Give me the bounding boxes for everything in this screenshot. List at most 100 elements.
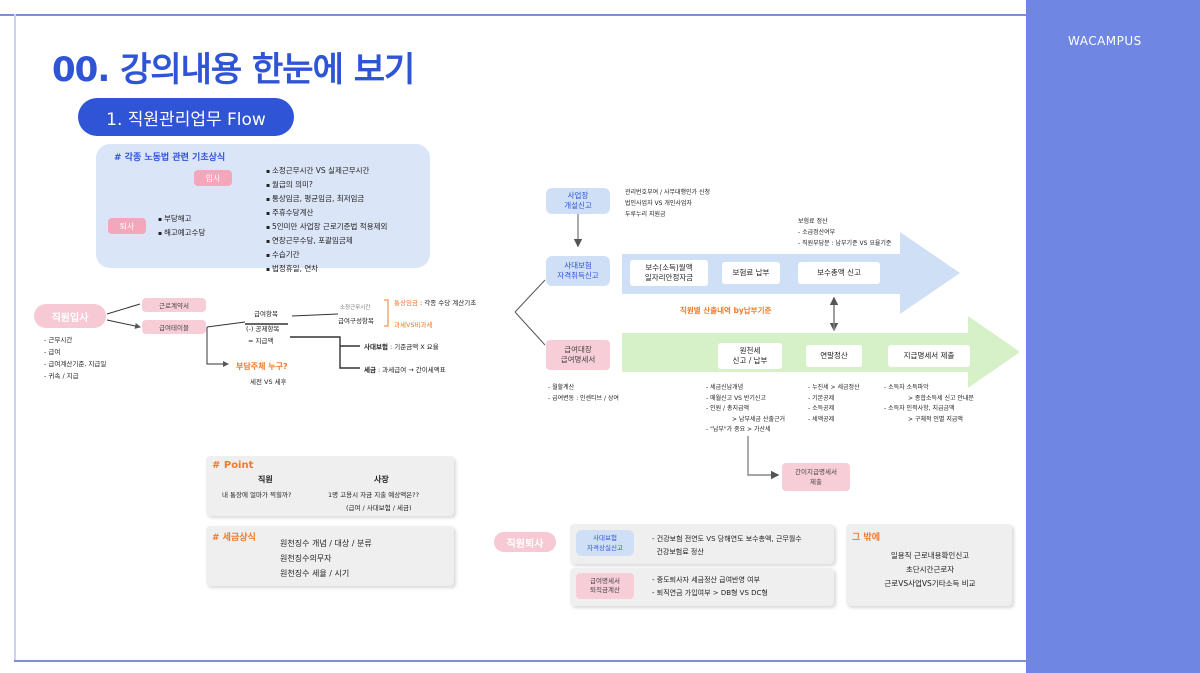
burden-answer: 세전 VS 세후 xyxy=(250,378,287,386)
list-item: - 매월신고 VS 반기신고 xyxy=(706,394,766,402)
upper-box-report: 보수총액 신고 xyxy=(798,262,880,284)
list-item: 주휴수당계산 xyxy=(266,206,387,220)
quit-payroll-box: 급여명세서 퇴직금계산 xyxy=(576,573,634,599)
list-item: 법인사업자 VS 개인사업자 xyxy=(625,200,692,207)
list-item: > 종합소득세 신고 안내문 xyxy=(908,394,974,402)
payroll-statement-box: 급여대장 급여명세서 xyxy=(546,340,610,370)
quit-tag: 퇴사 xyxy=(108,218,146,234)
list-item: - 소급정산여부 xyxy=(798,229,836,236)
list-item: 관리번호부여 / 사무대행인가 신청 xyxy=(625,189,711,196)
point-employee-text: 내 통장에 얼마가 찍힐까? xyxy=(222,491,292,499)
list-item: > 납부세금 산출근거 xyxy=(732,415,786,423)
list-item: - 월할계산 xyxy=(548,384,575,391)
tax-basic-items: 원천징수 개념 / 대상 / 분류 원천징수의무자 원천징수 세율 / 시기 xyxy=(280,536,372,581)
fixed-hours: 소정근무시간 xyxy=(340,305,371,311)
list-item: - 중도퇴사자 세금정산 급여반영 여부 xyxy=(652,576,761,584)
list-item: 두루누리 지원금 xyxy=(625,211,666,218)
bottom-border xyxy=(14,660,1026,662)
point-owner-text: 1명 고용시 자금 지출 예상액은?? xyxy=(328,491,420,499)
net-item: = 지급액 xyxy=(248,337,274,345)
list-item: - 급여 xyxy=(44,348,61,356)
list-item: - 소득공제 xyxy=(808,405,835,412)
quit-payroll-items: - 중도퇴사자 세금정산 급여반영 여부 - 퇴직연금 가입여부 > DB형 V… xyxy=(652,574,768,600)
etc-title: 그 밖에 xyxy=(852,533,880,543)
taxable-label: 과세VS비과세 xyxy=(394,321,433,329)
list-item: - 세금신납개념 xyxy=(706,384,744,391)
list-item: - 소득자 인적사항, 지급금액 xyxy=(884,405,955,412)
components: 급여구성항목 xyxy=(338,317,374,325)
insurance-acquisition-box: 사대보험 자격취득신고 xyxy=(546,256,610,286)
list-item: - 세액공제 xyxy=(808,415,835,423)
point-box xyxy=(206,456,454,516)
center-note: 직원별 산출내역 by납부기준 xyxy=(680,306,772,315)
list-item: - 직원부담분 : 납부기준 VS 요율기준 xyxy=(798,240,892,247)
list-item: 통상임금, 평균임금, 최저임금 xyxy=(266,192,387,206)
contract-box: 근로계약서 xyxy=(142,298,206,312)
tax-basic-box xyxy=(206,526,454,586)
list-item: 건강보험료 정산 xyxy=(656,548,704,556)
point-owner-sub: (급여 / 사대보험 / 세금) xyxy=(346,504,412,512)
list-item: - 급여계산기준, 지급일 xyxy=(44,360,107,368)
list-item: - 퇴직연금 가입여부 > DB형 VS DC형 xyxy=(652,589,768,597)
hire-tag: 입사 xyxy=(194,170,232,186)
side-panel xyxy=(1026,0,1200,673)
lower-notes-3: - 소득자 소득파악 > 종합소득세 신고 안내문 - 소득자 인적사항, 지급… xyxy=(884,383,974,425)
quit-insurance-items: - 건강보험 전연도 VS 당해연도 보수총액, 근무월수 건강보험료 정산 xyxy=(652,533,802,559)
list-item: 근로VS사업VS기타소득 비교 xyxy=(884,579,976,588)
list-item: - 귀속 / 지급 xyxy=(44,372,79,380)
hire-label: 직원입사 xyxy=(34,304,106,328)
lower-notes-2: - 누진세 > 세금정산 - 기본공제 - 소득공제 - 세액공제 xyxy=(808,383,860,425)
etc-box xyxy=(846,524,1012,606)
upper-flow-arrow xyxy=(622,232,960,314)
upper-notes: 보험료 정산 - 소급정산여부 - 직원부담분 : 납부기준 VS 요율기준 xyxy=(798,216,891,249)
point-employee-head: 직원 xyxy=(258,475,273,484)
list-item: - 인원 / 총지급액 xyxy=(706,405,750,412)
brand-logo: WACAMPUS xyxy=(1068,34,1142,48)
left-border xyxy=(14,14,16,662)
quit-insurance-box: 사대보험 자격상실신고 xyxy=(576,530,634,556)
pay-item: 급여항목 xyxy=(254,310,278,318)
list-item: 초단시간근로자 xyxy=(905,565,955,574)
list-item: 법정휴일, 연차 xyxy=(266,262,387,276)
etc-items: 일용직 근로내용확인신고 초단시간근로자 근로VS사업VS기타소득 비교 xyxy=(860,549,1000,591)
list-item: - 급여변동 : 인센티브 / 상여 xyxy=(548,395,619,402)
ordinary-wage: 통상임금 xyxy=(394,299,418,307)
list-item: 월급의 의미? xyxy=(266,178,387,192)
hire-items: - 근무시간 - 급여 - 급여계산기준, 지급일 - 귀속 / 지급 xyxy=(44,334,106,382)
simple-statement-box: 간이지급명세서 제출 xyxy=(782,463,850,491)
list-item: 수습기간 xyxy=(266,248,387,262)
list-item: - 누진세 > 세금정산 xyxy=(808,384,860,391)
list-item: 원천징수의무자 xyxy=(280,554,332,563)
lower-notes-1: - 세금신납개념 - 매월신고 VS 반기신고 - 인원 / 총지급액 > 납부… xyxy=(706,383,785,436)
point-title: # Point xyxy=(212,460,254,471)
list-item: 보험료 정산 xyxy=(798,218,828,225)
quit-items: 부당해고 해고예고수당 xyxy=(158,212,205,240)
list-item: 연장근무수당, 포괄임금제 xyxy=(266,234,387,248)
lower-box-statement: 지급명세서 제출 xyxy=(888,345,970,367)
insurance-row: 사대보험 : 기준금액 X 요율 xyxy=(364,343,439,351)
basic-knowledge-title: # 각종 노동법 관련 기초상식 xyxy=(114,153,226,163)
list-item: - 소득자 소득파악 xyxy=(884,384,929,391)
biz-registration-box: 사업장 개설신고 xyxy=(546,188,610,214)
quit-label: 직원퇴사 xyxy=(494,532,556,552)
list-item: - "납부"가 중요 > 가산세 xyxy=(706,426,771,433)
burden-question: 부담주체 누구? xyxy=(236,362,288,371)
payroll-table-box: 급여테이블 xyxy=(142,320,206,334)
biz-reg-notes: 관리번호부여 / 사무대행인가 신청 법인사업자 VS 개인사업자 두루누리 지… xyxy=(625,187,710,220)
list-item: > 구체적 인별 지급액 xyxy=(908,415,963,423)
list-item: - 근무시간 xyxy=(44,336,73,344)
section-pill: 1. 직원관리업무 Flow xyxy=(78,98,294,136)
deduction-item: (-) 공제항목 xyxy=(246,325,280,333)
list-item: - 건강보험 전연도 VS 당해연도 보수총액, 근무월수 xyxy=(652,535,802,543)
tax-basic-title: # 세금상식 xyxy=(212,533,256,543)
ordinary-wage-row: 통상임금 : 각종 수당 계산기초 xyxy=(394,299,477,307)
top-border xyxy=(0,14,1026,16)
upper-box-wage: 보수(소득)월액 일자리안정자금 xyxy=(630,260,708,286)
list-item: 소정근무시간 VS 실제근무시간 xyxy=(266,164,387,178)
basic-items: 소정근무시간 VS 실제근무시간 월급의 의미? 통상임금, 평균임금, 최저임… xyxy=(266,164,387,276)
lower-box-withholding: 원천세 신고 / 납부 xyxy=(718,343,782,369)
list-item: 5인미만 사업장 근로기준법 적용제외 xyxy=(266,220,387,234)
list-item: 원천징수 세율 / 시기 xyxy=(280,569,350,578)
list-item: 부당해고 xyxy=(158,212,205,226)
list-item: - 기본공제 xyxy=(808,394,835,402)
